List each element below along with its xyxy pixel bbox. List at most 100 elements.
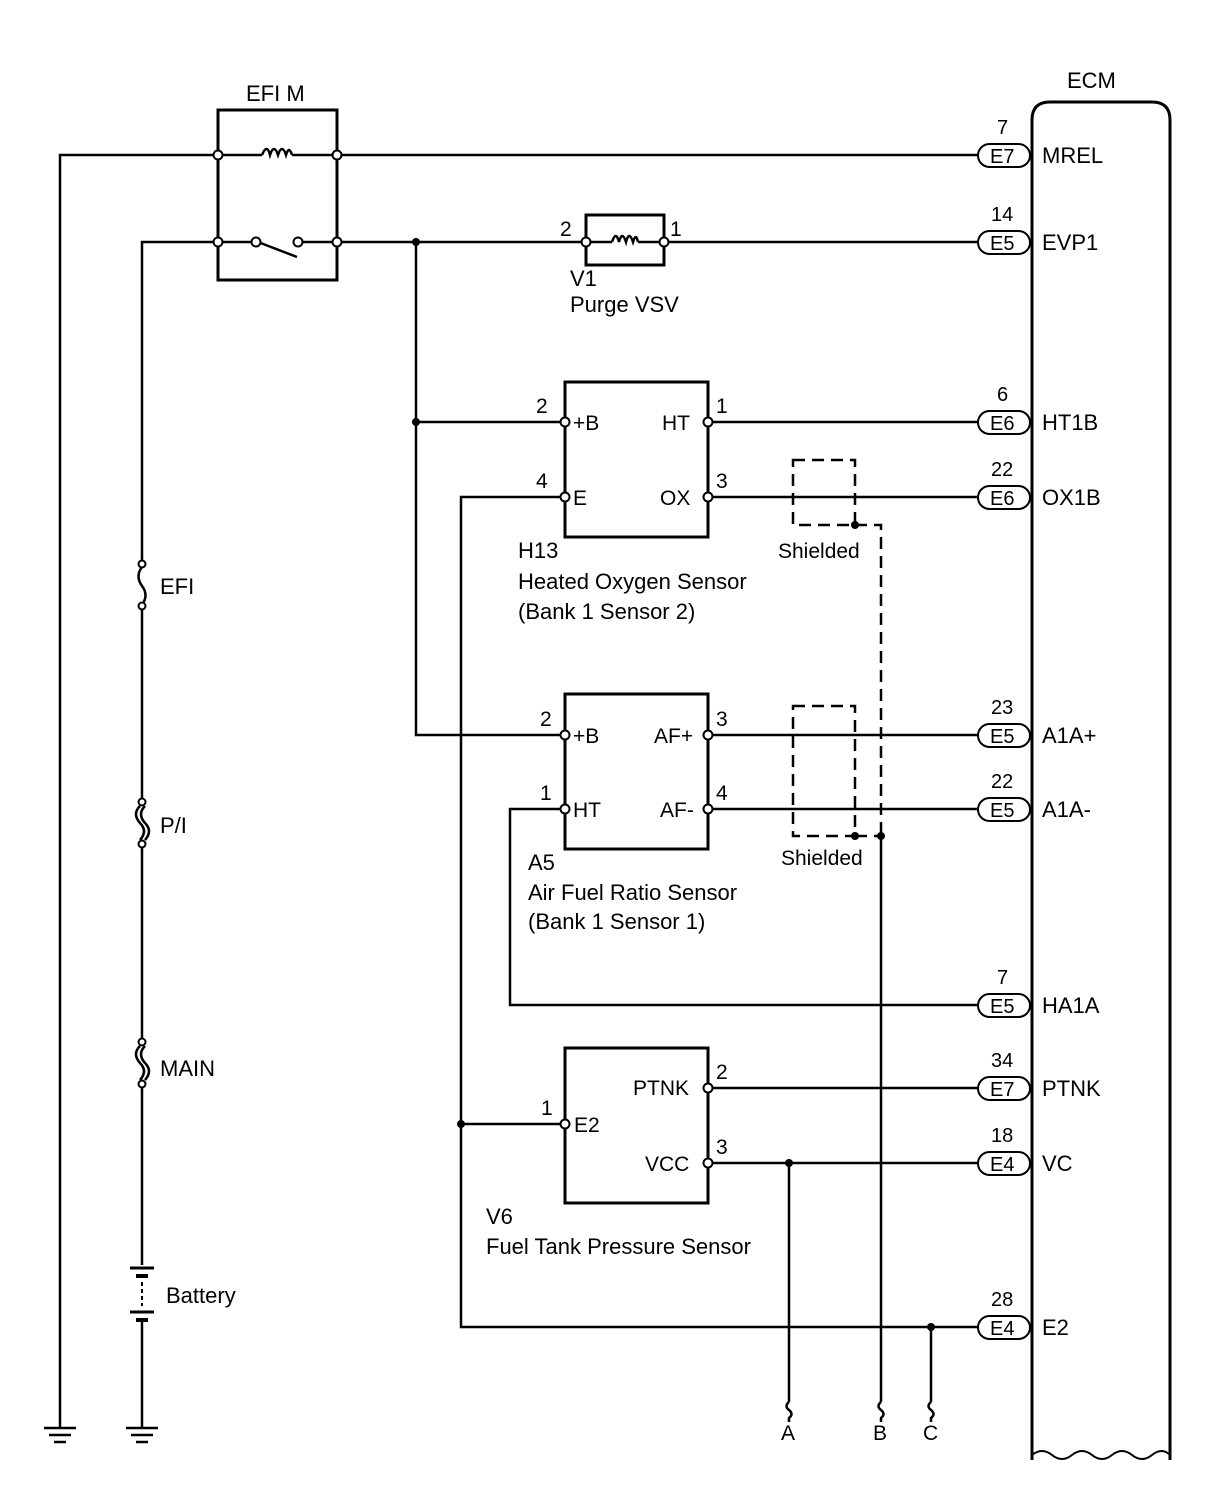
a5-pin-label: AF+ bbox=[654, 725, 693, 748]
relay-switch-icon bbox=[257, 240, 298, 259]
terminal-signal: A1A+ bbox=[1042, 723, 1096, 748]
terminal-signal: A1A- bbox=[1042, 797, 1091, 822]
a5-name: Air Fuel Ratio Sensor bbox=[528, 880, 737, 905]
ecm-terminal-e2: E4 28 E2 bbox=[977, 1289, 1069, 1340]
h13-pin-label: +B bbox=[573, 412, 599, 435]
vsv-pin-right: 1 bbox=[670, 218, 682, 241]
a5-pin-num: 2 bbox=[540, 708, 552, 731]
vsv-code: V1 bbox=[570, 266, 597, 291]
signal-wires bbox=[457, 420, 978, 1402]
power-wires bbox=[58, 153, 978, 1428]
v6-pin-label: PTNK bbox=[633, 1077, 689, 1100]
vsv-name: Purge VSV bbox=[570, 292, 679, 317]
battery: Battery bbox=[130, 1266, 236, 1322]
shielded-label: Shielded bbox=[781, 847, 863, 870]
terminal-pin: 28 bbox=[991, 1289, 1013, 1311]
ecm-terminal-a1a-minus: E5 22 A1A- bbox=[977, 771, 1091, 822]
shield-af: Shielded bbox=[781, 704, 885, 1402]
terminal-signal: VC bbox=[1042, 1151, 1073, 1176]
terminal-connector: E5 bbox=[990, 996, 1014, 1018]
ground-ref-a: A bbox=[781, 1401, 795, 1445]
ground-ref-label: B bbox=[873, 1422, 887, 1445]
ecm-terminal-evp1: E5 14 EVP1 bbox=[977, 204, 1098, 255]
terminal-pin: 7 bbox=[997, 967, 1008, 989]
v6-pin-num: 1 bbox=[541, 1097, 553, 1120]
a5-pin-label: HT bbox=[573, 799, 601, 822]
fuse-icon bbox=[137, 566, 147, 606]
h13-pin-num: 1 bbox=[716, 395, 728, 418]
a5-pin-num: 4 bbox=[716, 782, 728, 805]
purge-vsv: 2 1 V1 Purge VSV bbox=[560, 213, 682, 317]
terminal-pin: 18 bbox=[991, 1125, 1013, 1147]
fuse-pi: P/I bbox=[134, 797, 187, 849]
v6-name: Fuel Tank Pressure Sensor bbox=[486, 1234, 751, 1259]
terminal-connector: E7 bbox=[990, 1079, 1014, 1101]
wire-break-icon bbox=[785, 1401, 793, 1422]
fuse-pi-label: P/I bbox=[160, 813, 187, 838]
fuse-main: MAIN bbox=[134, 1037, 215, 1089]
terminal-connector: E5 bbox=[990, 800, 1014, 822]
chassis-ground-2 bbox=[126, 1426, 158, 1444]
fuse-main-label: MAIN bbox=[160, 1056, 215, 1081]
shielded-label: Shielded bbox=[778, 540, 860, 563]
h13-pin-label: OX bbox=[660, 487, 690, 510]
terminal-connector: E4 bbox=[990, 1318, 1014, 1340]
terminal-signal: EVP1 bbox=[1042, 230, 1098, 255]
ground-ref-label: C bbox=[923, 1422, 938, 1445]
v6-pin-label: VCC bbox=[645, 1153, 689, 1176]
v6-pin-label: E2 bbox=[574, 1114, 600, 1137]
a5-pin-label: AF- bbox=[660, 799, 694, 822]
wire-break-icon bbox=[877, 1401, 885, 1422]
ground-ref-label: A bbox=[781, 1422, 795, 1445]
terminal-connector: E7 bbox=[990, 146, 1014, 168]
a5-pin-label: +B bbox=[573, 725, 599, 748]
terminal-signal: E2 bbox=[1042, 1315, 1069, 1340]
ecm-terminal-ht1b: E6 6 HT1B bbox=[977, 384, 1098, 435]
air-fuel-ratio-sensor: 2 +B 1 HT 3 AF+ 4 AF- A5 Air Fuel Ratio … bbox=[528, 692, 737, 934]
heated-oxygen-sensor: 2 +B 4 E 1 HT 3 OX H13 Heated Oxygen Sen… bbox=[518, 380, 747, 624]
ecm-block: ECM bbox=[1030, 68, 1172, 1460]
ground-ref-b: B bbox=[873, 1401, 887, 1445]
fusible-link-icon bbox=[134, 805, 146, 841]
v6-pin-num: 3 bbox=[716, 1136, 728, 1159]
h13-pin-num: 3 bbox=[716, 470, 728, 493]
terminal-connector: E5 bbox=[990, 726, 1014, 748]
terminal-connector: E5 bbox=[990, 233, 1014, 255]
relay-coil-icon bbox=[260, 147, 294, 160]
terminal-pin: 7 bbox=[997, 117, 1008, 139]
fuel-tank-pressure-sensor: 1 E2 2 PTNK 3 VCC V6 Fuel Tank Pressure … bbox=[486, 1046, 751, 1259]
ecm-terminal-ptnk: E7 34 PTNK bbox=[977, 1050, 1101, 1101]
terminal-pin: 23 bbox=[991, 697, 1013, 719]
battery-label: Battery bbox=[166, 1283, 236, 1308]
ground-ref-c: C bbox=[923, 1401, 938, 1445]
ecm-title: ECM bbox=[1067, 68, 1116, 93]
terminal-signal: OX1B bbox=[1042, 485, 1101, 510]
h13-pin-label: E bbox=[573, 487, 587, 510]
v6-code: V6 bbox=[486, 1204, 513, 1229]
fusible-link-icon bbox=[134, 1045, 146, 1081]
ecm-terminal-ox1b: E6 22 OX1B bbox=[977, 459, 1101, 510]
a5-pin-num: 1 bbox=[540, 782, 552, 805]
h13-code: H13 bbox=[518, 538, 558, 563]
terminal-signal: HT1B bbox=[1042, 410, 1098, 435]
terminal-signal: MREL bbox=[1042, 143, 1103, 168]
v6-pin-num: 2 bbox=[716, 1061, 728, 1084]
fuse-efi-label: EFI bbox=[160, 574, 194, 599]
wire-break-icon bbox=[927, 1401, 935, 1422]
terminal-signal: PTNK bbox=[1042, 1076, 1101, 1101]
h13-pin-num: 4 bbox=[536, 470, 548, 493]
terminal-pin: 34 bbox=[991, 1050, 1013, 1072]
ecm-terminal-a1a-plus: E5 23 A1A+ bbox=[977, 697, 1096, 748]
efi-m-relay: EFI M bbox=[212, 81, 343, 282]
a5-code: A5 bbox=[528, 850, 555, 875]
ecm-terminal-mrel: E7 7 MREL bbox=[977, 117, 1103, 168]
fuse-efi: EFI bbox=[137, 559, 194, 611]
a5-pin-num: 3 bbox=[716, 708, 728, 731]
terminal-connector: E6 bbox=[990, 488, 1014, 510]
terminal-pin: 14 bbox=[991, 204, 1013, 226]
ecm-terminal-ha1a: E5 7 HA1A bbox=[977, 967, 1100, 1018]
terminal-pin: 6 bbox=[997, 384, 1008, 406]
terminal-signal: HA1A bbox=[1042, 993, 1100, 1018]
relay-label: EFI M bbox=[246, 81, 305, 106]
